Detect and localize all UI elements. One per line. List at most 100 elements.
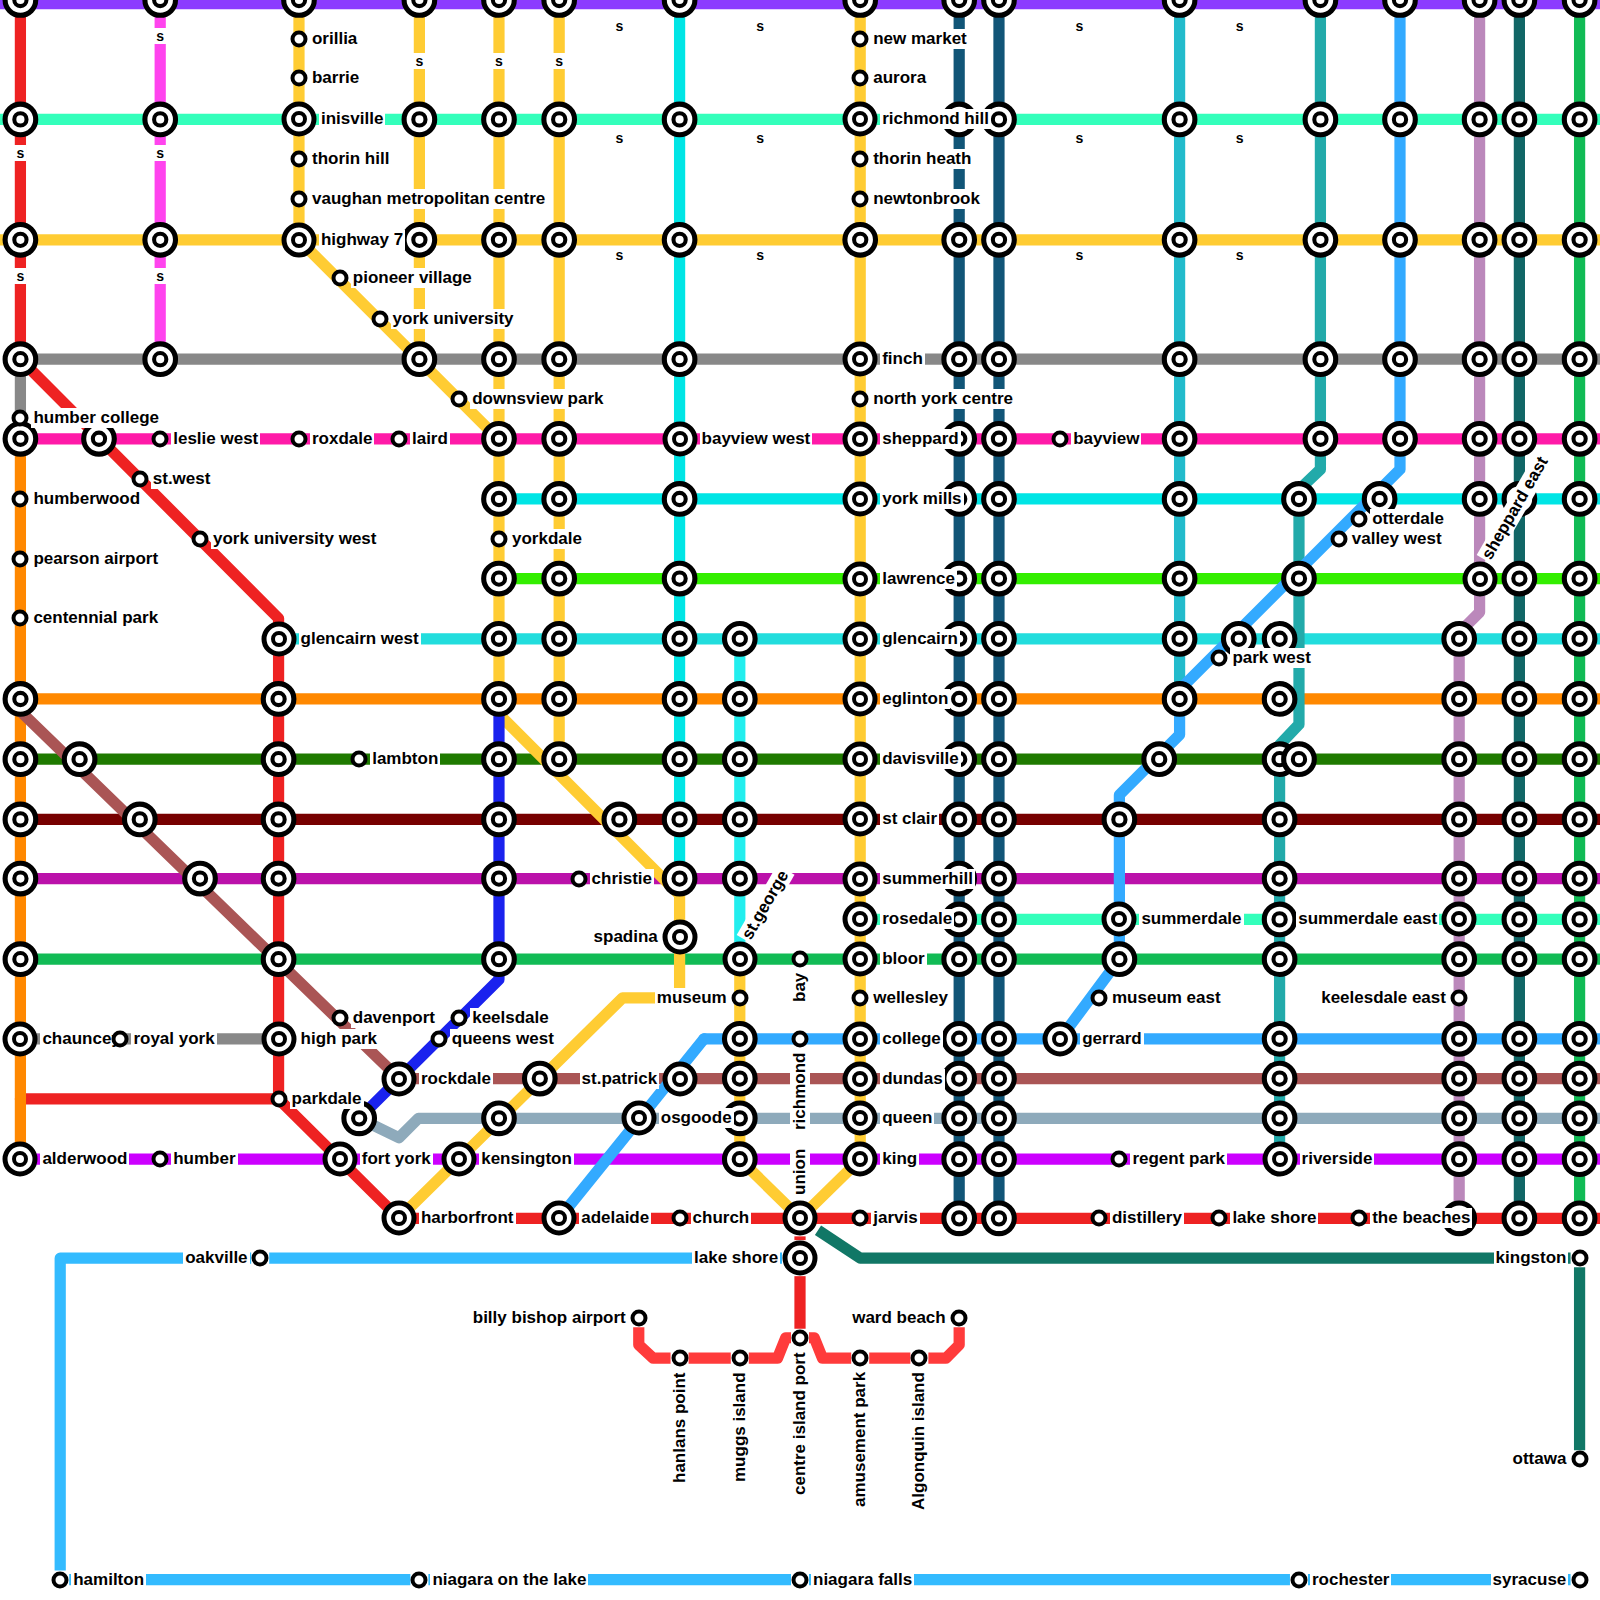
ring-inner — [1573, 1072, 1585, 1084]
ring-inner — [14, 1153, 26, 1165]
interchange-ring — [484, 1103, 515, 1134]
station-ring — [1571, 1571, 1589, 1589]
station-name: glencairn — [880, 629, 960, 649]
ring-inner — [673, 633, 685, 645]
ring-inner — [953, 953, 965, 965]
station-name: humber college — [31, 408, 161, 428]
station-name: niagara falls — [811, 1570, 914, 1590]
station-name: pearson airport — [31, 549, 160, 569]
track-mark: s — [413, 53, 425, 69]
ring-inner — [1573, 572, 1585, 584]
rail-connector — [794, 1276, 805, 1329]
ring-inner — [1453, 1072, 1465, 1084]
station-stop: barrie — [290, 69, 308, 87]
route-line — [1280, 0, 1321, 1159]
interchange-ring — [1444, 804, 1475, 835]
station-name: north york centre — [871, 389, 1015, 409]
station-name: christie — [590, 869, 654, 889]
interchange-ring — [1444, 863, 1475, 894]
stop-dot — [673, 1212, 686, 1225]
stop-dot — [272, 1092, 285, 1105]
interchange-ring — [484, 104, 515, 135]
ring-inner — [493, 872, 505, 884]
interchange-ring — [1504, 344, 1535, 375]
interchange-ring — [1504, 684, 1535, 715]
ring-outer — [1504, 744, 1535, 775]
station-stop: glencairn west — [261, 621, 297, 657]
ring-inner — [93, 433, 105, 445]
station-ring — [842, 941, 878, 977]
ring-outer — [845, 104, 875, 134]
ring-inner — [273, 1033, 285, 1045]
ring-inner — [673, 813, 685, 825]
ring-inner — [993, 693, 1005, 705]
track-mark: s — [613, 247, 625, 263]
interchange-ring — [984, 1063, 1015, 1094]
ring-outer — [1444, 623, 1475, 654]
station-ring — [450, 1009, 468, 1027]
interchange-ring — [484, 344, 515, 375]
interchange-ring — [984, 944, 1015, 975]
interchange-ring — [145, 224, 176, 255]
ring-outer — [284, 104, 314, 134]
interchange-ring — [1444, 744, 1475, 775]
ring-inner — [993, 633, 1005, 645]
interchange-ring — [484, 804, 515, 835]
ring-inner — [493, 234, 505, 246]
station-stop: rosedale — [842, 901, 878, 937]
interchange-ring — [1464, 484, 1495, 515]
interchange-ring — [1385, 344, 1416, 375]
station-stop: st.west — [131, 470, 149, 488]
route-line — [414, 0, 425, 359]
station-name: kensington — [479, 1149, 574, 1169]
interchange-ring — [1564, 1203, 1595, 1234]
interchange-ring — [484, 744, 515, 775]
station-name: muggs island — [730, 1371, 750, 1485]
station-ring — [11, 490, 29, 508]
interchange-ring — [944, 1203, 975, 1234]
ring-outer — [984, 0, 1015, 15]
station-name: royal york — [131, 1029, 216, 1049]
stop-dot — [854, 1352, 867, 1365]
station-name: richmond hill — [880, 109, 991, 129]
interchange-ring — [1564, 623, 1595, 654]
station-name: fort york — [360, 1149, 433, 1169]
track-mark: s — [154, 28, 166, 44]
ring-inner — [413, 113, 425, 125]
station-stop: yorkdale — [490, 530, 508, 548]
interchange-ring — [1504, 1144, 1535, 1175]
station-ring — [782, 1200, 818, 1236]
interchange-ring — [724, 744, 755, 775]
ring-inner — [413, 234, 425, 246]
station-name: keelesdale east — [1319, 988, 1448, 1008]
station-stop: st.george — [722, 941, 758, 977]
ring-inner — [273, 633, 285, 645]
ring-inner — [1453, 813, 1465, 825]
station-stop: aurora — [851, 69, 869, 87]
ring-inner — [734, 1033, 746, 1045]
stop-dot — [353, 753, 366, 766]
station-name: adelaide — [579, 1208, 651, 1228]
stop-dot — [854, 392, 867, 405]
ring-inner — [1573, 693, 1585, 705]
interchange-ring — [1144, 744, 1175, 775]
route-line — [20, 693, 1600, 704]
interchange-ring — [984, 1144, 1015, 1175]
ring-inner — [1573, 633, 1585, 645]
station-stop: distillery — [1090, 1209, 1108, 1227]
stop-dot — [733, 1352, 746, 1365]
route-line — [20, 814, 1600, 825]
interchange-ring — [544, 744, 575, 775]
station-stop: otterdale — [1350, 510, 1368, 528]
station-ring — [910, 1349, 928, 1367]
interchange-ring — [944, 804, 975, 835]
stop-dot — [373, 313, 386, 326]
ring-outer — [984, 944, 1015, 975]
interchange-ring — [1504, 1203, 1535, 1234]
station-ring — [842, 1100, 878, 1136]
station-name: yorkdale — [510, 529, 584, 549]
station-ring — [842, 1141, 878, 1177]
station-ring — [842, 801, 878, 837]
station-stop: york university — [371, 310, 389, 328]
ring-outer — [724, 623, 755, 654]
